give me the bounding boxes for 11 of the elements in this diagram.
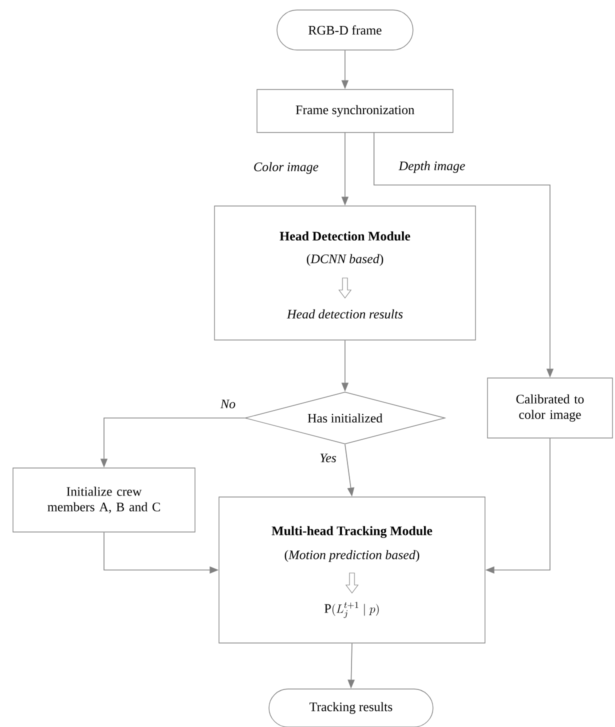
module-box: Head Detection Module (DCNN based) Head detection results — [214, 206, 476, 340]
process-box: Calibrated to color image — [487, 378, 613, 438]
process-box: Frame synchronization — [256, 89, 454, 133]
edge-label: Yes — [318, 452, 338, 464]
end-terminal: Tracking results — [268, 688, 434, 727]
module-box: Multi-head Tracking Module (Motion prediction based) $\mathrm{P}(L_j^{t+1} \mid p)$ — [218, 496, 486, 644]
edge-label: No — [219, 398, 237, 410]
start-terminal: RGB-D frame — [276, 10, 414, 50]
edge-label: Depth image — [398, 160, 466, 174]
edge-label: Color image — [252, 161, 320, 175]
process-box: Initialize crew members A, B and C — [12, 468, 196, 532]
